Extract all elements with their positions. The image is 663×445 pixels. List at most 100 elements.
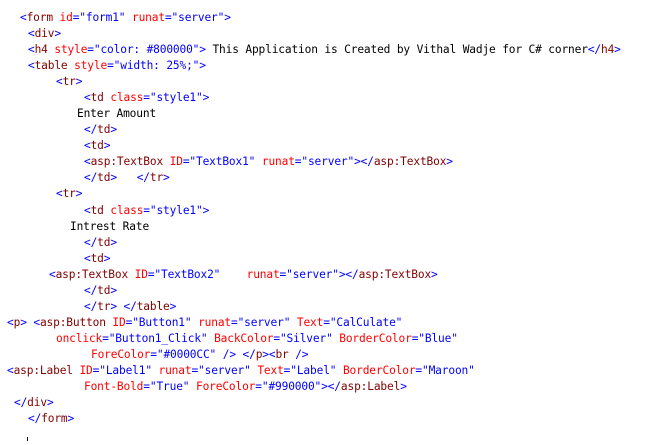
code-token: < <box>28 43 35 56</box>
code-token: ></ <box>321 380 341 393</box>
code-token: </ <box>84 236 98 249</box>
code-token: runat <box>246 268 280 281</box>
code-token: > <box>75 75 83 88</box>
code-token: asp:Label <box>13 364 73 377</box>
code-token: > <box>110 171 117 184</box>
code-token: /> <box>295 348 309 361</box>
code-token: = <box>150 348 157 361</box>
code-token: < <box>28 59 35 72</box>
code-token: = <box>415 364 423 377</box>
code-token: = <box>143 204 150 217</box>
code-token <box>336 364 343 377</box>
code-line: </tr> </table> <box>84 299 176 315</box>
code-token: "TextBox1" <box>189 155 256 168</box>
code-token: "style1" <box>149 204 203 217</box>
code-token: </ <box>587 43 601 56</box>
code-token: td <box>90 139 104 152</box>
text-cursor <box>27 437 28 441</box>
code-token: = <box>143 91 150 104</box>
code-token: = <box>294 155 302 168</box>
code-token: Text <box>257 364 284 377</box>
code-token: p <box>255 348 263 361</box>
code-token: onclick <box>56 332 103 345</box>
code-token: > <box>20 316 27 329</box>
code-token: < <box>84 252 91 265</box>
code-token <box>128 268 135 281</box>
code-token: BorderColor <box>342 364 416 377</box>
code-token: "#0000CC" <box>156 348 217 361</box>
code-token: > <box>446 155 453 168</box>
code-token: < <box>7 364 14 377</box>
code-token: p <box>13 316 21 329</box>
code-line: Enter Amount <box>77 106 156 122</box>
code-token: >< <box>262 348 276 361</box>
code-token: < <box>33 316 40 329</box>
code-line: Intrest Rate <box>70 219 149 235</box>
code-token: asp:TextBox <box>373 155 447 168</box>
code-token: = <box>273 332 280 345</box>
code-token: > <box>110 300 117 313</box>
code-token: ID <box>79 364 93 377</box>
code-token: = <box>323 316 330 329</box>
code-token <box>290 316 297 329</box>
code-token: "server" <box>171 11 225 24</box>
code-token: </ <box>242 348 256 361</box>
code-token: td <box>97 123 111 136</box>
code-token: "Maroon" <box>422 364 475 377</box>
code-token: = <box>72 11 80 24</box>
code-token: asp:TextBox <box>90 155 164 168</box>
code-token: "server" <box>198 364 251 377</box>
code-token: Text <box>296 316 324 329</box>
code-line: <table style="width: 25%;"> <box>28 58 206 74</box>
code-token: form <box>41 412 68 425</box>
code-line: <form id="form1" runat="server"> <box>20 10 231 26</box>
code-token: </ <box>84 123 98 136</box>
code-line: <td class="style1"> <box>84 203 209 219</box>
code-line: ForeColor="#0000CC" /> </p><br /> <box>91 347 309 363</box>
code-token: > <box>169 300 177 313</box>
code-token: > <box>614 43 621 56</box>
code-token <box>220 268 246 281</box>
code-token: div <box>27 396 47 409</box>
code-token: > <box>199 43 206 56</box>
code-token: < <box>84 155 91 168</box>
code-token: </ <box>84 284 98 297</box>
code-line: </td> <box>84 283 117 299</box>
code-token: > <box>67 412 75 425</box>
code-token: < <box>84 139 91 152</box>
code-token: This Application is Created by Vithal Wa… <box>205 43 588 56</box>
code-token: </ <box>84 171 98 184</box>
code-token: "#990000" <box>261 380 322 393</box>
code-token: = <box>182 155 190 168</box>
code-line: <div> <box>28 26 61 42</box>
code-token: < <box>7 316 14 329</box>
code-token: "form1" <box>79 11 126 24</box>
code-line: </td> <box>84 235 117 251</box>
code-token: < <box>84 91 91 104</box>
code-token: Enter Amount <box>77 107 157 120</box>
code-token: < <box>56 187 63 200</box>
code-token: form <box>26 11 53 24</box>
code-token: Font-Bold <box>84 380 144 393</box>
code-line: </form> <box>28 411 74 427</box>
code-token: = <box>283 364 291 377</box>
code-token: Intrest Rate <box>70 220 150 233</box>
code-token <box>117 300 124 313</box>
code-token <box>152 364 159 377</box>
code-token: ></ <box>338 268 359 281</box>
code-token: "CalCulate" <box>329 316 403 329</box>
code-token: td <box>97 284 111 297</box>
code-token: > <box>110 236 117 249</box>
code-line: <tr> <box>56 186 83 202</box>
code-token: = <box>411 332 419 345</box>
code-token: > <box>110 123 117 136</box>
code-token: "Blue" <box>418 332 458 345</box>
code-token: td <box>90 204 104 217</box>
code-token: < <box>20 11 27 24</box>
code-token: </ <box>28 412 42 425</box>
code-token: runat <box>261 155 295 168</box>
code-token: > <box>54 27 61 40</box>
code-token: "server" <box>237 316 291 329</box>
code-token: div <box>34 27 55 40</box>
